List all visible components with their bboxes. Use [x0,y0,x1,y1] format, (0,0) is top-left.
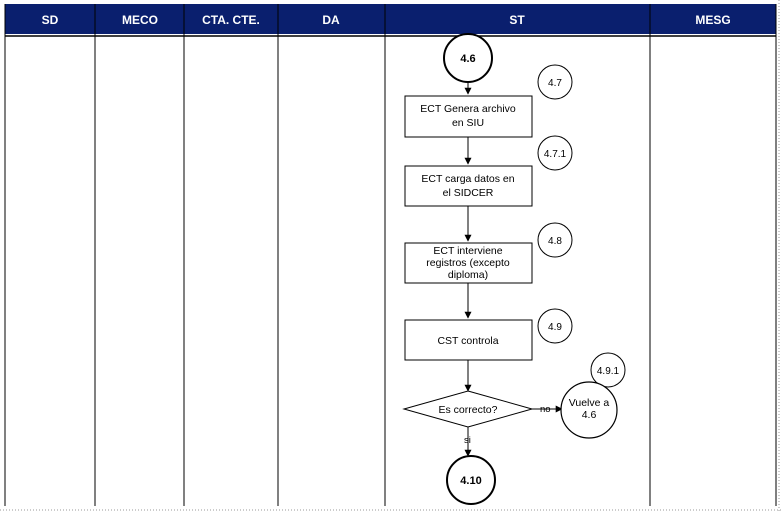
reference-circle [537,135,573,171]
process-box-line: ECT carga datos en [421,173,514,185]
lane-header-mesg: MESG [695,13,730,27]
process-box-line: registros (excepto [426,257,510,269]
lane-header-da: DA [322,13,340,27]
lane-header-meco: MECO [122,13,158,27]
decision-diamond [402,390,534,428]
return-connector-line: Vuelve a [569,397,610,409]
lane-header-sd: SD [42,13,59,27]
header-band [5,4,776,34]
decision-text: Es correcto? [439,404,498,416]
reference-label: 4.7 [548,78,562,89]
reference-circle [537,64,573,100]
reference-circle [537,222,573,258]
return-connector [560,381,618,439]
process-box [404,319,533,361]
end-connector-label: 4.10 [460,475,481,487]
decision-yes-label: si [464,435,471,446]
process-box [404,165,533,207]
reference-label: 4.9.1 [597,366,620,377]
process-box [404,95,533,138]
process-box-line: diploma) [448,269,488,281]
start-connector-label: 4.6 [460,53,475,65]
reference-label: 4.8 [548,236,562,247]
process-box-line: ECT interviene [433,245,502,257]
process-box-line: ECT Genera archivo [420,103,516,115]
lane-header-st: ST [509,13,525,27]
decision-no-label: no [540,404,551,415]
process-box-line: CST controla [437,335,498,347]
end-connector [446,455,496,505]
process-box-line: el SIDCER [443,187,494,199]
lane-header-cta-cte: CTA. CTE. [202,13,260,27]
process-box [404,242,533,284]
reference-circle [537,308,573,344]
reference-label: 4.7.1 [544,149,567,160]
return-connector-line: 4.6 [582,409,597,421]
reference-label: 4.9 [548,322,562,333]
process-box-line: en SIU [452,117,484,129]
reference-circle [590,352,626,388]
